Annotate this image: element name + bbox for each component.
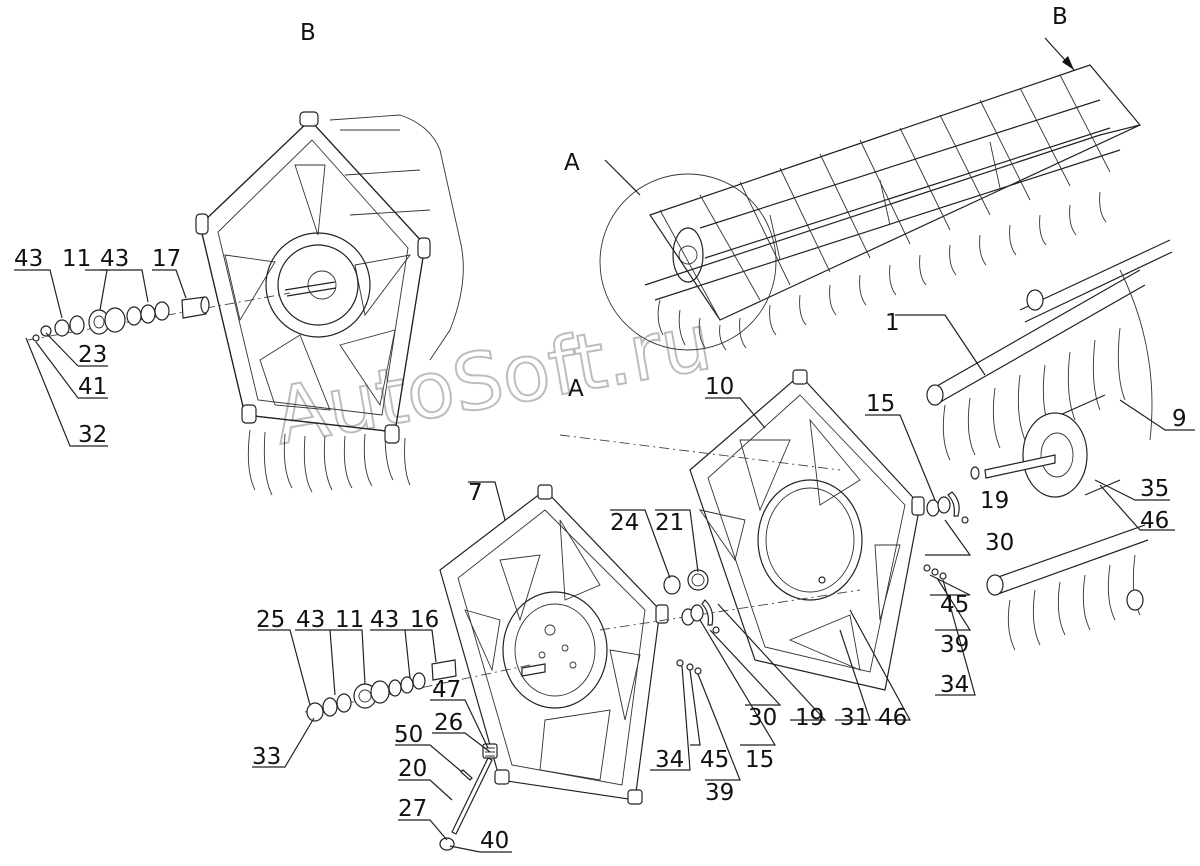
callout-labels: 43 11 43 17 23 41 32 10 15 19 30 1 9 35 …	[14, 246, 1187, 854]
callout-27: 27	[398, 796, 427, 822]
callout-43: 43	[100, 246, 129, 272]
callout-25: 25	[256, 607, 285, 633]
callout-24: 24	[610, 510, 639, 536]
callout-11: 11	[335, 607, 364, 633]
callout-46: 46	[878, 705, 907, 731]
callout-40: 40	[480, 828, 509, 854]
callout-45: 45	[700, 747, 729, 773]
callout-20: 20	[398, 756, 427, 782]
callout-23: 23	[78, 342, 107, 368]
callout-41: 41	[78, 374, 107, 400]
callout-43: 43	[14, 246, 43, 272]
view-label-a-mid: A	[568, 376, 584, 402]
callout-45: 45	[940, 592, 969, 618]
callout-43: 43	[296, 607, 325, 633]
view-b-detail	[14, 111, 464, 496]
callout-7: 7	[468, 480, 483, 506]
callout-39: 39	[705, 780, 734, 806]
callout-35: 35	[1140, 476, 1169, 502]
callout-50: 50	[394, 722, 423, 748]
callout-34: 34	[655, 747, 684, 773]
view-labels: B B A A	[300, 4, 1068, 402]
view-label-b-arrow: B	[1052, 4, 1068, 30]
callout-17: 17	[152, 246, 181, 272]
callout-19: 19	[980, 488, 1009, 514]
callout-15: 15	[745, 747, 774, 773]
spider-10	[559, 369, 925, 691]
callout-32: 32	[78, 422, 107, 448]
callout-16: 16	[410, 607, 439, 633]
callout-1: 1	[885, 310, 900, 336]
view-label-a-circle: A	[564, 150, 580, 176]
callout-15: 15	[866, 391, 895, 417]
view-label-b-top: B	[300, 20, 316, 46]
reel-end-assembly	[895, 239, 1195, 651]
callout-30: 30	[748, 705, 777, 731]
callout-43: 43	[370, 607, 399, 633]
callout-39: 39	[940, 632, 969, 658]
callout-47: 47	[432, 677, 461, 703]
callout-21: 21	[655, 510, 684, 536]
callout-30: 30	[985, 530, 1014, 556]
callout-26: 26	[434, 710, 463, 736]
callout-10: 10	[705, 374, 734, 400]
callout-31: 31	[840, 705, 869, 731]
spider-7	[304, 481, 861, 805]
callout-11: 11	[62, 246, 91, 272]
callout-34: 34	[940, 672, 969, 698]
callout-46: 46	[1140, 508, 1169, 534]
exploded-small-parts	[252, 414, 976, 853]
reel-overview	[599, 37, 1141, 351]
callout-33: 33	[252, 744, 281, 770]
callout-19: 19	[795, 705, 824, 731]
callout-9: 9	[1172, 406, 1187, 432]
